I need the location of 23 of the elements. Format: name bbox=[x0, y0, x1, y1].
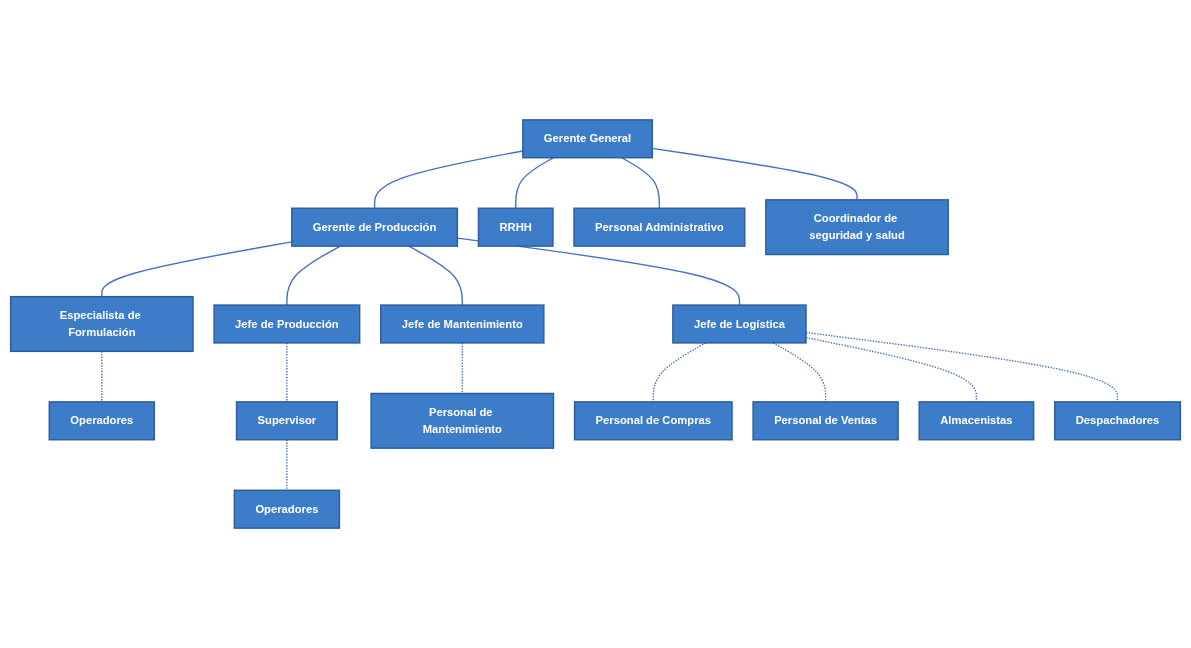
node-box: RRHH bbox=[477, 207, 554, 247]
node-box: Supervisor bbox=[235, 401, 338, 441]
node-box: Especialista de Formulación bbox=[9, 295, 194, 353]
node-box: Operadores bbox=[48, 401, 156, 441]
connector bbox=[620, 157, 661, 209]
connector bbox=[772, 342, 827, 403]
node-box: Personal de Compras bbox=[573, 401, 733, 441]
node-box: Personal de Mantenimiento bbox=[370, 392, 555, 449]
connector bbox=[286, 245, 341, 306]
connector bbox=[515, 157, 555, 209]
node-box: Operadores bbox=[233, 489, 341, 529]
connector bbox=[408, 245, 463, 306]
node-box: Jefe de Mantenimiento bbox=[380, 304, 545, 344]
node-box: Almacenistas bbox=[918, 401, 1035, 441]
node-box: Gerente de Producción bbox=[291, 207, 459, 247]
node-box: Personal de Ventas bbox=[752, 401, 899, 441]
node-box: Personal Administrativo bbox=[573, 207, 746, 247]
node-box: Jefe de Logística bbox=[672, 304, 807, 344]
node-box: Gerente General bbox=[522, 119, 653, 159]
node-box: Despachadores bbox=[1054, 401, 1182, 441]
connector bbox=[286, 439, 288, 491]
node-box: Coordinador de seguridad y salud bbox=[765, 199, 949, 256]
node-box: Jefe de Producción bbox=[213, 304, 361, 344]
